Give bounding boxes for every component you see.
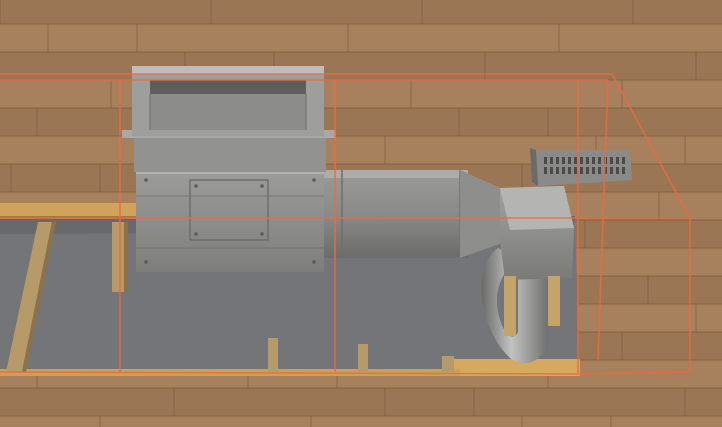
vent-slot bbox=[598, 167, 601, 174]
vent-slot bbox=[580, 167, 583, 174]
vent-slot bbox=[568, 167, 571, 174]
screw bbox=[144, 178, 148, 182]
vent-slot bbox=[562, 157, 565, 164]
screw bbox=[194, 232, 198, 236]
vent-slot bbox=[610, 157, 613, 164]
vent-slot bbox=[586, 157, 589, 164]
vent-slot bbox=[586, 167, 589, 174]
floor-plank bbox=[0, 24, 722, 52]
floor-plank bbox=[0, 108, 722, 136]
screw bbox=[312, 178, 316, 182]
screw bbox=[144, 260, 148, 264]
vent-slot bbox=[556, 167, 559, 174]
vent-slot bbox=[610, 167, 613, 174]
downdraft-unit bbox=[122, 66, 336, 272]
vent-slot bbox=[544, 157, 547, 164]
floor-plank bbox=[0, 52, 722, 80]
plinth-vent bbox=[530, 148, 632, 186]
vent-slot bbox=[622, 157, 625, 164]
vent-slot bbox=[574, 157, 577, 164]
vent-slot bbox=[616, 157, 619, 164]
vent-slot bbox=[544, 167, 547, 174]
vent-slot bbox=[568, 157, 571, 164]
floor-plank bbox=[0, 416, 722, 427]
vent-slot bbox=[592, 157, 595, 164]
vent-slot bbox=[550, 157, 553, 164]
vent-slot bbox=[598, 157, 601, 164]
vent-slot bbox=[580, 157, 583, 164]
floor-plank bbox=[0, 388, 722, 416]
vent-slot bbox=[556, 157, 559, 164]
vent-slot bbox=[562, 167, 565, 174]
vent-slot bbox=[616, 167, 619, 174]
vent-slot bbox=[550, 167, 553, 174]
floor-plank bbox=[0, 0, 722, 24]
pipe-bend bbox=[481, 248, 548, 364]
flat-duct bbox=[318, 170, 505, 258]
vent-slot bbox=[574, 167, 577, 174]
screw bbox=[194, 184, 198, 188]
screw bbox=[260, 184, 264, 188]
floor-joists bbox=[6, 222, 454, 372]
vent-slot bbox=[592, 167, 595, 174]
transition-box bbox=[500, 186, 574, 336]
floor-plank bbox=[0, 80, 722, 108]
screw bbox=[312, 260, 316, 264]
vent-slot bbox=[622, 167, 625, 174]
cabinet-outline bbox=[0, 73, 691, 375]
screw bbox=[260, 232, 264, 236]
